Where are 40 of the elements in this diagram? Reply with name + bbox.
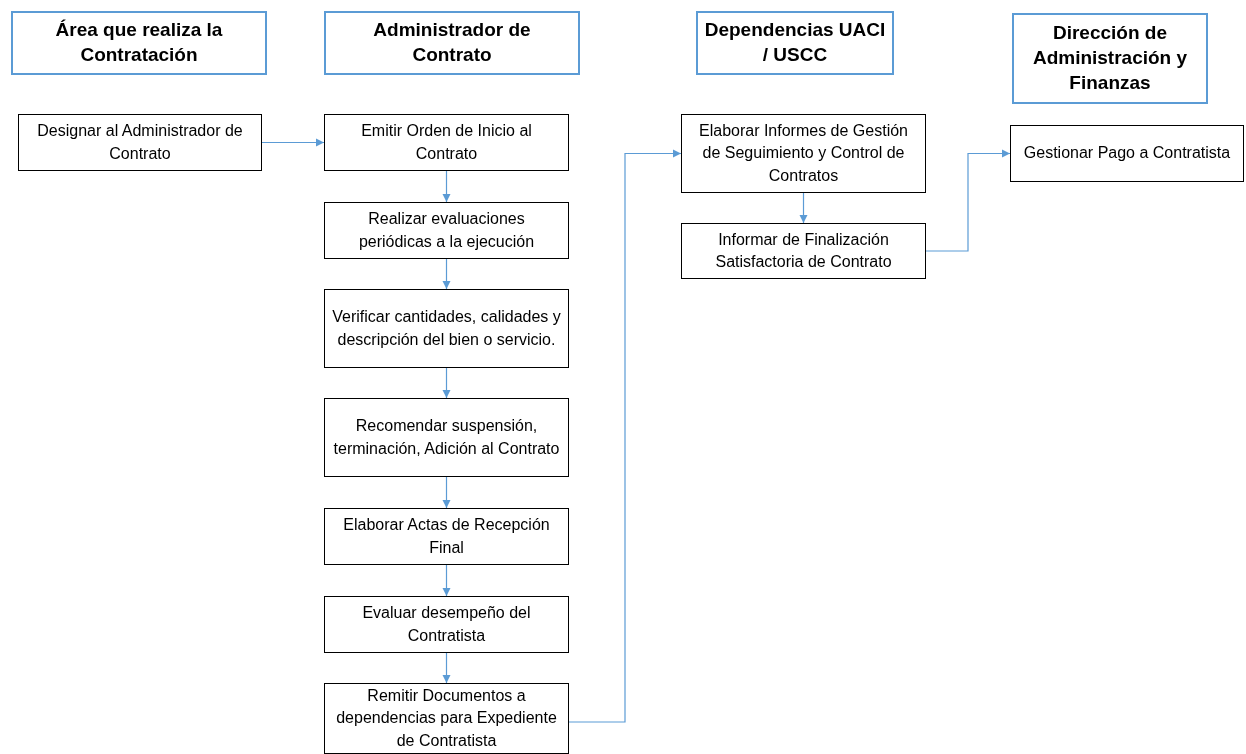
- arrow: [925, 149, 1011, 252]
- lane-title: Administrador de Contrato: [372, 18, 532, 67]
- process-box: [18, 114, 262, 171]
- process-box: [324, 114, 569, 171]
- arrow: [799, 192, 808, 224]
- process-box: [324, 398, 569, 477]
- process-box: [681, 114, 926, 193]
- arrow: [442, 652, 451, 684]
- arrow: [442, 170, 451, 203]
- step-label: Recomendar suspensión, terminación, Adición al Contrato: [332, 416, 561, 459]
- lane-header: [1012, 13, 1208, 104]
- step-label: Informar de Finalización Satisfactoria de Contrato: [714, 229, 893, 272]
- step-label: Elaborar Actas de Recepción Final: [342, 515, 551, 558]
- step-label: Emitir Orden de Inicio al Contrato: [360, 121, 533, 164]
- arrow: [568, 149, 682, 723]
- process-box: [681, 223, 926, 279]
- lane-header: [11, 11, 267, 75]
- step-label: Remitir Documentos a dependencias para Expediente de Contratista: [335, 685, 558, 751]
- lane-header: [324, 11, 580, 75]
- process-box: [324, 202, 569, 259]
- step-label: Gestionar Pago a Contratista: [1023, 143, 1231, 164]
- arrow: [442, 476, 451, 509]
- lane-title: Área que realiza la Contratación: [54, 18, 224, 67]
- process-box: [324, 508, 569, 565]
- step-label: Evaluar desempeño del Contratista: [361, 603, 532, 646]
- lane-header: [696, 11, 894, 75]
- process-box: [1010, 125, 1244, 182]
- lane-title: Dependencias UACI / USCC: [704, 18, 886, 67]
- arrow: [442, 367, 451, 399]
- step-label: Designar al Administrador de Contrato: [36, 121, 244, 164]
- process-box: [324, 289, 569, 368]
- step-label: Verificar cantidades, calidades y descripción del bien o servicio.: [331, 307, 562, 350]
- process-box: [324, 683, 569, 754]
- step-label: Elaborar Informes de Gestión de Seguimiento y Control de Contratos: [698, 120, 909, 186]
- arrow: [261, 138, 325, 147]
- lane-title: Dirección de Administración y Finanzas: [1031, 21, 1189, 95]
- process-box: [324, 596, 569, 653]
- step-label: Realizar evaluaciones periódicas a la ejecución: [357, 209, 536, 252]
- arrow: [442, 564, 451, 597]
- arrow: [442, 258, 451, 290]
